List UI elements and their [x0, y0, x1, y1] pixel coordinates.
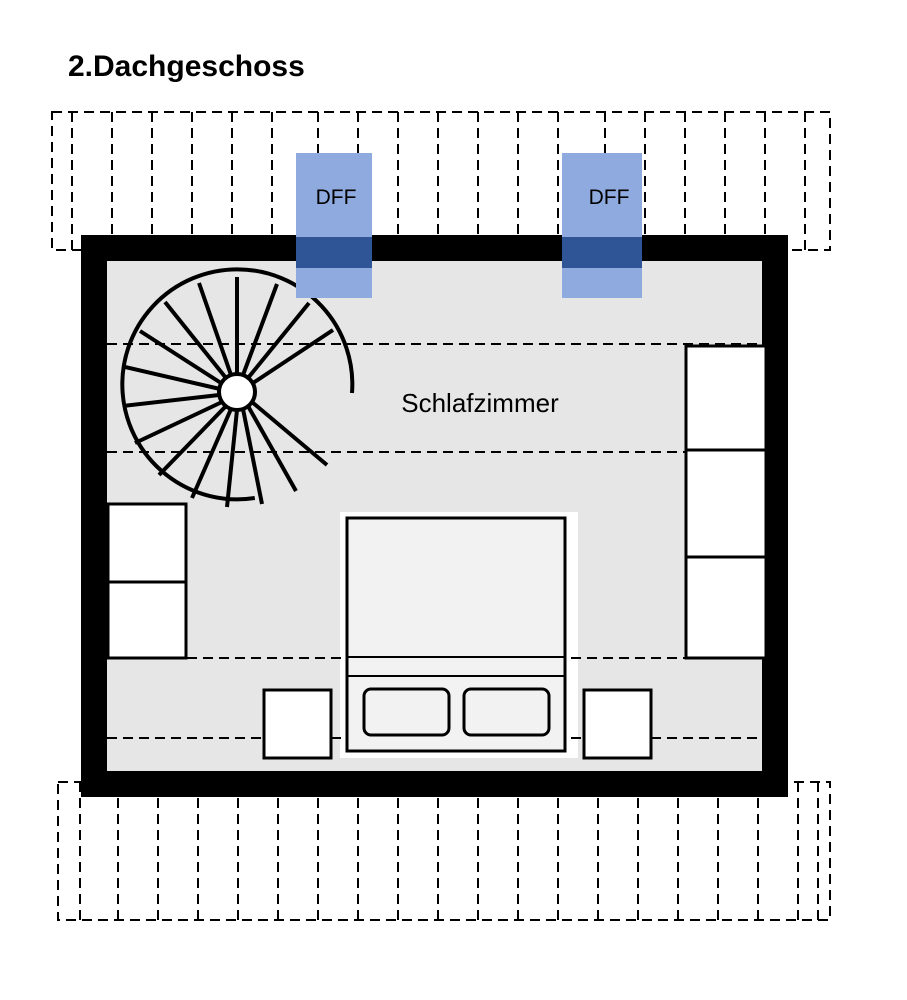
spiral-staircase — [120, 267, 355, 508]
roof-slope-lines — [107, 343, 767, 739]
cabinet-left — [106, 502, 188, 660]
roof-rafters-top — [51, 111, 831, 251]
roof-window-label: DFF — [589, 186, 630, 209]
room-label: Schlafzimmer — [401, 388, 559, 418]
pillow-right — [462, 687, 551, 737]
double-bed — [345, 516, 567, 753]
nightstand-right — [582, 688, 653, 760]
roof-window-label: DFF — [316, 186, 357, 209]
floor-title: 2.Dachgeschoss — [68, 50, 305, 83]
roof-rafters-bottom — [57, 781, 831, 921]
pillow-left — [362, 687, 451, 737]
roof-window-right: DFF — [562, 153, 642, 298]
wardrobe-right — [684, 344, 768, 660]
nightstand-left — [262, 688, 333, 760]
roof-window-left: DFF — [296, 153, 372, 298]
